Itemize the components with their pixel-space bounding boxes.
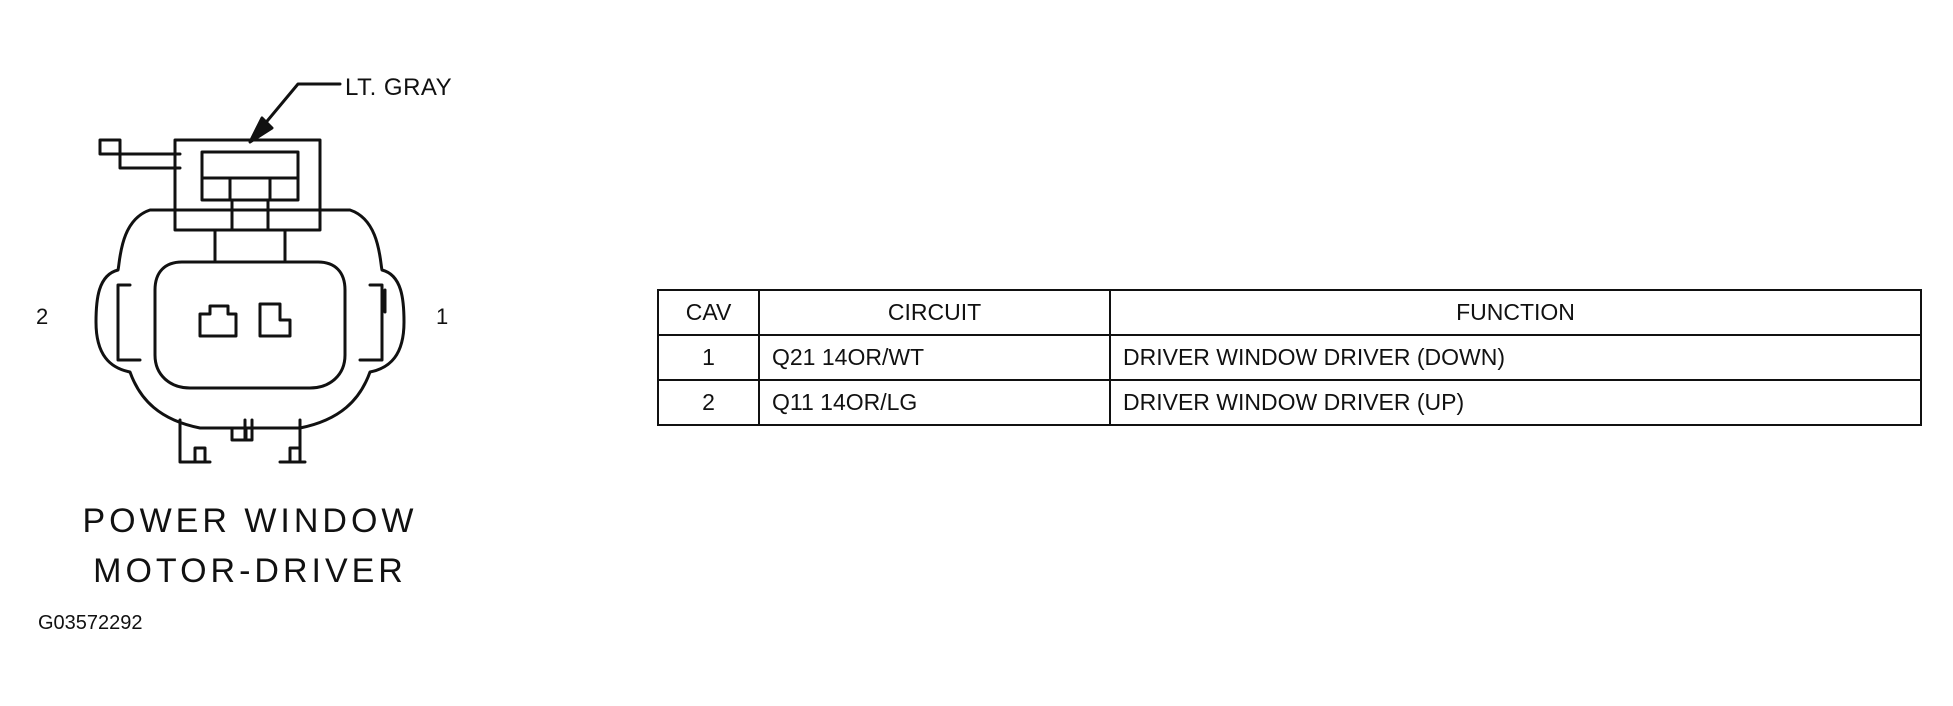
header-cav: CAV [657,289,760,336]
latch-tab [98,138,182,170]
connector-title-line-1: POWER WINDOW [82,502,418,540]
cell-cav: 2 [657,379,760,426]
outer-body [94,208,406,430]
wire-color-callout: LT. GRAY [345,74,453,101]
cell-function: DRIVER WINDOW DRIVER (DOWN) [1109,334,1922,381]
cell-function: DRIVER WINDOW DRIVER (UP) [1109,379,1922,426]
pin-table: CAV CIRCUIT FUNCTION 1 Q21 14OR/WT DRIVE… [657,289,1922,426]
table-row: 2 Q11 14OR/LG DRIVER WINDOW DRIVER (UP) [657,379,1922,426]
header-function: FUNCTION [1109,289,1922,336]
top-housing [173,138,322,232]
right-ear [358,283,384,362]
figure-code: G03572292 [38,612,143,634]
header-circuit: CIRCUIT [758,289,1111,336]
connector-title-line-2: MOTOR-DRIVER [93,552,407,590]
terminal-cavity-2 [198,304,238,338]
cell-cav: 1 [657,334,760,381]
top-housing-inner [200,150,300,202]
callout-arrowhead [248,116,274,144]
cell-circuit: Q21 14OR/WT [758,334,1111,381]
pin-2-label: 2 [36,304,49,329]
callout-leader-line [256,82,342,134]
cell-circuit: Q11 14OR/LG [758,379,1111,426]
inner-body [153,260,347,390]
table-header-row: CAV CIRCUIT FUNCTION [657,289,1922,336]
pin-1-label: 1 [436,304,449,329]
left-ear [116,283,142,362]
table-row: 1 Q21 14OR/WT DRIVER WINDOW DRIVER (DOWN… [657,334,1922,381]
terminal-cavity-1 [258,302,292,338]
